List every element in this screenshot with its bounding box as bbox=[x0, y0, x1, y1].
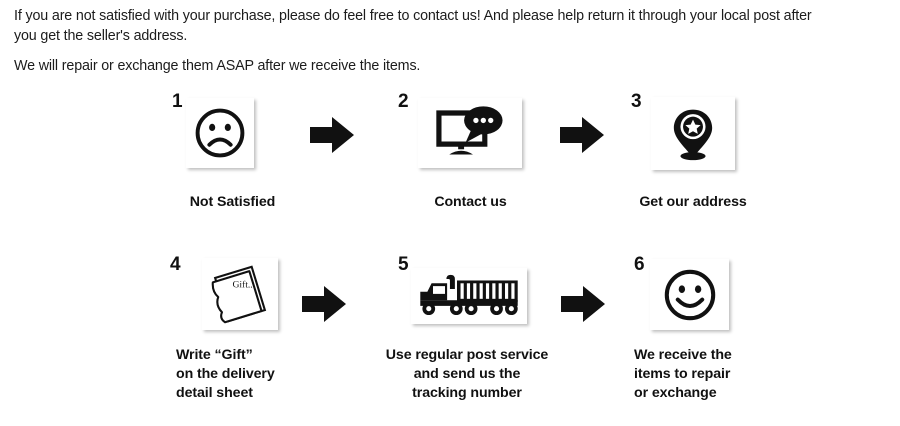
step-5-number: 5 bbox=[398, 254, 409, 275]
step-6-caption: We receive the items to repair or exchan… bbox=[634, 347, 732, 401]
step-2-caption: Contact us bbox=[434, 194, 507, 210]
intro-text-block: If you are not satisfied with your purch… bbox=[14, 6, 886, 76]
step-3-icon-tile bbox=[651, 97, 735, 170]
map-pin-star-icon bbox=[668, 106, 718, 162]
step-1-caption: Not Satisfied bbox=[189, 194, 276, 210]
step-2-icon-tile bbox=[418, 98, 522, 168]
gift-label-paper-icon: Gift.. bbox=[205, 261, 275, 327]
step-4-caption: Write “Gift” on the delivery detail shee… bbox=[176, 347, 275, 401]
step-6-number: 6 bbox=[634, 254, 645, 275]
step-5-caption: Use regular post service and send us the… bbox=[385, 347, 549, 401]
step-1-number: 1 bbox=[172, 91, 183, 112]
step-2-number: 2 bbox=[398, 91, 409, 112]
svg-text:Gift..: Gift.. bbox=[232, 279, 252, 290]
intro-paragraph-1-line-1: If you are not satisfied with your purch… bbox=[14, 8, 812, 24]
smiley-face-icon bbox=[661, 266, 719, 324]
step-3-number: 3 bbox=[631, 91, 642, 112]
arrow-right-icon bbox=[308, 114, 356, 156]
step-4-number: 4 bbox=[170, 254, 181, 275]
sad-face-icon bbox=[192, 105, 248, 161]
intro-paragraph-2: We will repair or exchange them ASAP aft… bbox=[14, 58, 421, 74]
arrow-right-icon bbox=[300, 283, 348, 325]
step-5-icon-tile bbox=[411, 268, 527, 324]
intro-paragraph-1-line-2: you get the seller's address. bbox=[14, 28, 188, 44]
monitor-chat-icon bbox=[433, 104, 507, 162]
delivery-truck-icon bbox=[416, 272, 522, 320]
arrow-right-icon bbox=[559, 283, 607, 325]
step-6-icon-tile bbox=[650, 259, 729, 330]
step-3-caption: Get our address bbox=[639, 194, 747, 210]
arrow-right-icon bbox=[558, 114, 606, 156]
step-1-icon-tile bbox=[186, 98, 254, 168]
step-4-icon-tile: Gift.. bbox=[202, 258, 278, 330]
